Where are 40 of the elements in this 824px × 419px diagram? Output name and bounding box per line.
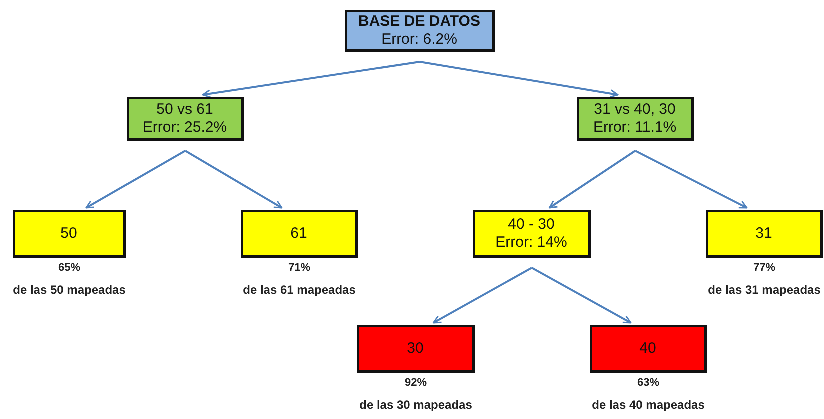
node-label: Error: 6.2% [382,30,458,48]
percentage-label: 65% [58,262,81,274]
caption-label: de las 50 mapeadas [13,283,126,297]
node-label: 40 - 30 [508,216,555,234]
node-label: Error: 14% [496,234,568,252]
percentage-label: 92% [404,377,428,389]
node-label: 30 [407,340,424,358]
arrow [635,150,748,209]
leaf-node-box [706,210,823,258]
caption-label: de las 31 mapeadas [708,283,821,297]
node-label: 31 vs 40, 30 [594,100,676,118]
root-node-box [345,10,495,52]
node-heading: BASE DE DATOS [358,12,480,30]
node-label: 61 [290,224,308,242]
caption-label: de las 40 mapeadas [592,398,705,412]
caption-label: de las 30 mapeadas [360,398,472,412]
leaf-node-box [357,325,475,373]
node-label: 40 [640,340,656,358]
caption-label: de las 61 mapeadas [243,283,356,297]
split-node-box [473,210,591,258]
arrow [548,150,636,209]
node-label: Error: 11.1% [593,118,677,136]
node-label: 31 [756,224,772,242]
leaf-node-box [590,325,707,373]
percentage-label: 71% [288,262,311,274]
node-label: 50 vs 61 [156,100,214,118]
arrow [86,150,186,209]
node-label: 50 [60,224,78,242]
arrow [420,61,619,98]
leaf-node-box [241,210,358,258]
leaf-node-box [13,210,126,258]
node-label: Error: 25.2% [142,118,228,136]
split-node-box [577,97,694,141]
arrow [185,150,283,209]
percentage-label: 77% [753,262,776,274]
split-node-box [127,97,244,141]
percentage-label: 63% [637,377,660,389]
arrow [432,267,532,324]
arrow [202,61,420,98]
arrow [532,267,632,324]
